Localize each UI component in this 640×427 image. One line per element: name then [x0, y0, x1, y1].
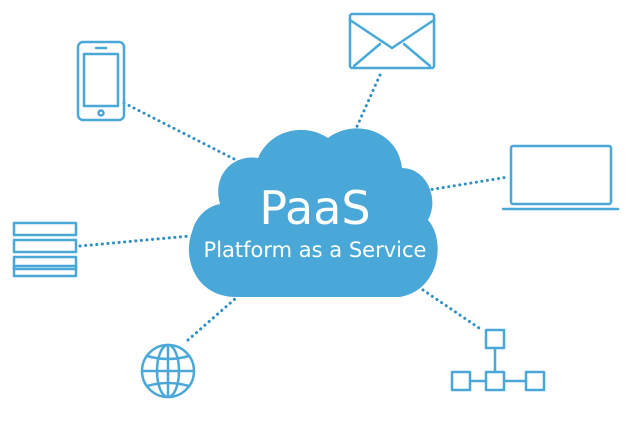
envelope-icon	[348, 12, 436, 70]
laptop-icon	[501, 144, 620, 211]
network-tree-icon	[450, 328, 546, 392]
paas-cloud: PaaS Platform as a Service	[188, 128, 438, 297]
smartphone-icon	[76, 40, 126, 122]
connector-servers	[78, 234, 192, 248]
cloud-shape	[188, 128, 438, 297]
globe-icon	[140, 343, 196, 399]
connector-mobile	[122, 101, 242, 164]
cloud-subtitle: Platform as a Service	[204, 238, 427, 262]
connector-network	[421, 288, 484, 332]
cloud-title: PaaS	[259, 181, 370, 235]
server-stack-icon	[12, 221, 78, 278]
connector-web	[186, 296, 238, 342]
